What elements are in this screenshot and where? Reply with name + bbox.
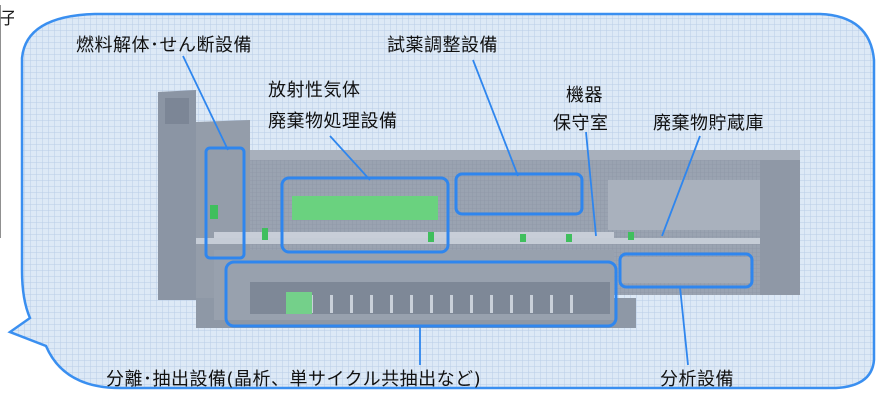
label-fuel-disassembly: 燃料解体･せん断設備 xyxy=(76,35,252,56)
edge-char: 子 xyxy=(0,9,14,29)
building-cross-section xyxy=(158,90,800,328)
box-separation xyxy=(224,260,618,328)
label-maint-line2: 保守室 xyxy=(553,113,609,134)
box-analysis xyxy=(618,252,754,289)
label-waste-storage: 廃棄物貯蔵庫 xyxy=(653,113,764,134)
box-gas xyxy=(280,176,450,254)
box-reagent xyxy=(454,172,584,216)
label-analysis: 分析設備 xyxy=(660,369,734,390)
label-reagent-prep: 試薬調整設備 xyxy=(387,35,498,56)
leader-lines xyxy=(182,55,701,366)
label-gas-line2: 廃棄物処理設備 xyxy=(268,111,398,132)
label-separation: 分離･抽出設備(晶析、単サイクル共抽出など) xyxy=(106,369,482,390)
label-gas-line1: 放射性気体 xyxy=(268,80,361,101)
label-maint-line1: 機器 xyxy=(566,85,603,106)
highlight-boxes xyxy=(204,146,754,328)
box-fuel xyxy=(204,146,246,260)
